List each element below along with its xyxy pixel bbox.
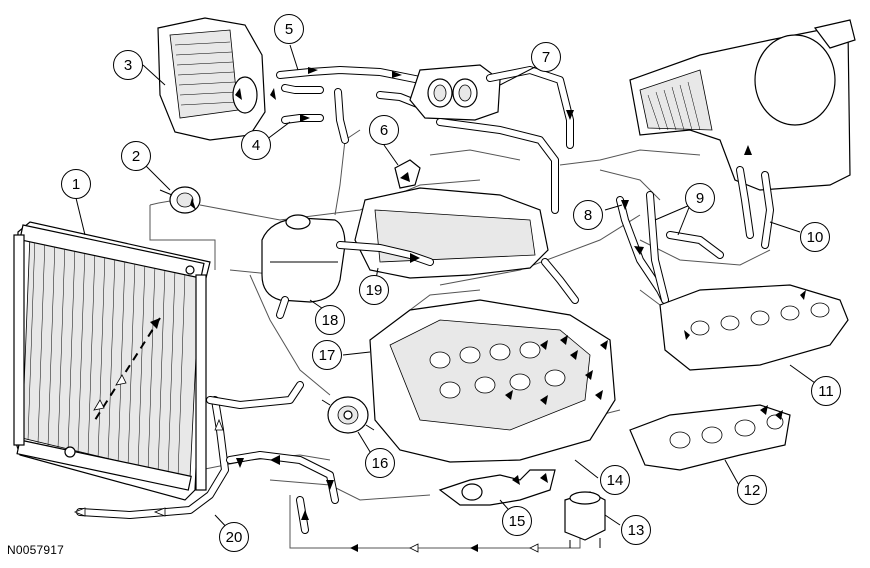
lower-radiator-hoses xyxy=(73,381,339,534)
callout-3: 3 xyxy=(113,50,143,80)
callout-8: 8 xyxy=(573,200,603,230)
callout-14: 14 xyxy=(600,465,630,495)
callout-1: 1 xyxy=(61,169,91,199)
callout-12: 12 xyxy=(737,475,767,505)
callout-17: 17 xyxy=(312,340,342,370)
cylinder-head-right xyxy=(659,284,849,371)
callout-11: 11 xyxy=(811,376,841,406)
thermostat-housing xyxy=(564,491,606,548)
callout-5: 5 xyxy=(274,14,304,44)
degas-reservoir xyxy=(261,214,346,319)
engine-block xyxy=(369,299,616,463)
return-line-arrows xyxy=(350,543,539,553)
callout-9: 9 xyxy=(685,183,715,213)
auxiliary-pump xyxy=(159,186,201,214)
callout-4: 4 xyxy=(241,130,271,160)
callout-10: 10 xyxy=(800,222,830,252)
water-pump xyxy=(321,396,375,434)
callout-20: 20 xyxy=(219,522,249,552)
upper-hoses xyxy=(276,66,424,144)
callout-13: 13 xyxy=(621,515,651,545)
radiator xyxy=(13,221,211,501)
intake-manifold xyxy=(336,187,579,304)
cylinder-head-left xyxy=(629,404,791,471)
hvac-heater-core xyxy=(629,19,856,249)
callout-7: 7 xyxy=(531,42,561,72)
radiator-flow-arrows xyxy=(93,317,161,421)
callout-2: 2 xyxy=(121,141,151,171)
callout-18: 18 xyxy=(315,305,345,335)
callout-16: 16 xyxy=(365,448,395,478)
coolant-outlet-pipe xyxy=(438,469,556,506)
callout-19: 19 xyxy=(359,275,389,305)
heater-housing xyxy=(157,17,276,141)
coolant-fitting xyxy=(394,159,421,189)
middle-right-hoses xyxy=(616,191,724,304)
figure-reference-code: N0057917 xyxy=(7,543,64,557)
throttle-heater-valve xyxy=(409,64,574,214)
callout-6: 6 xyxy=(369,115,399,145)
callout-15: 15 xyxy=(502,506,532,536)
